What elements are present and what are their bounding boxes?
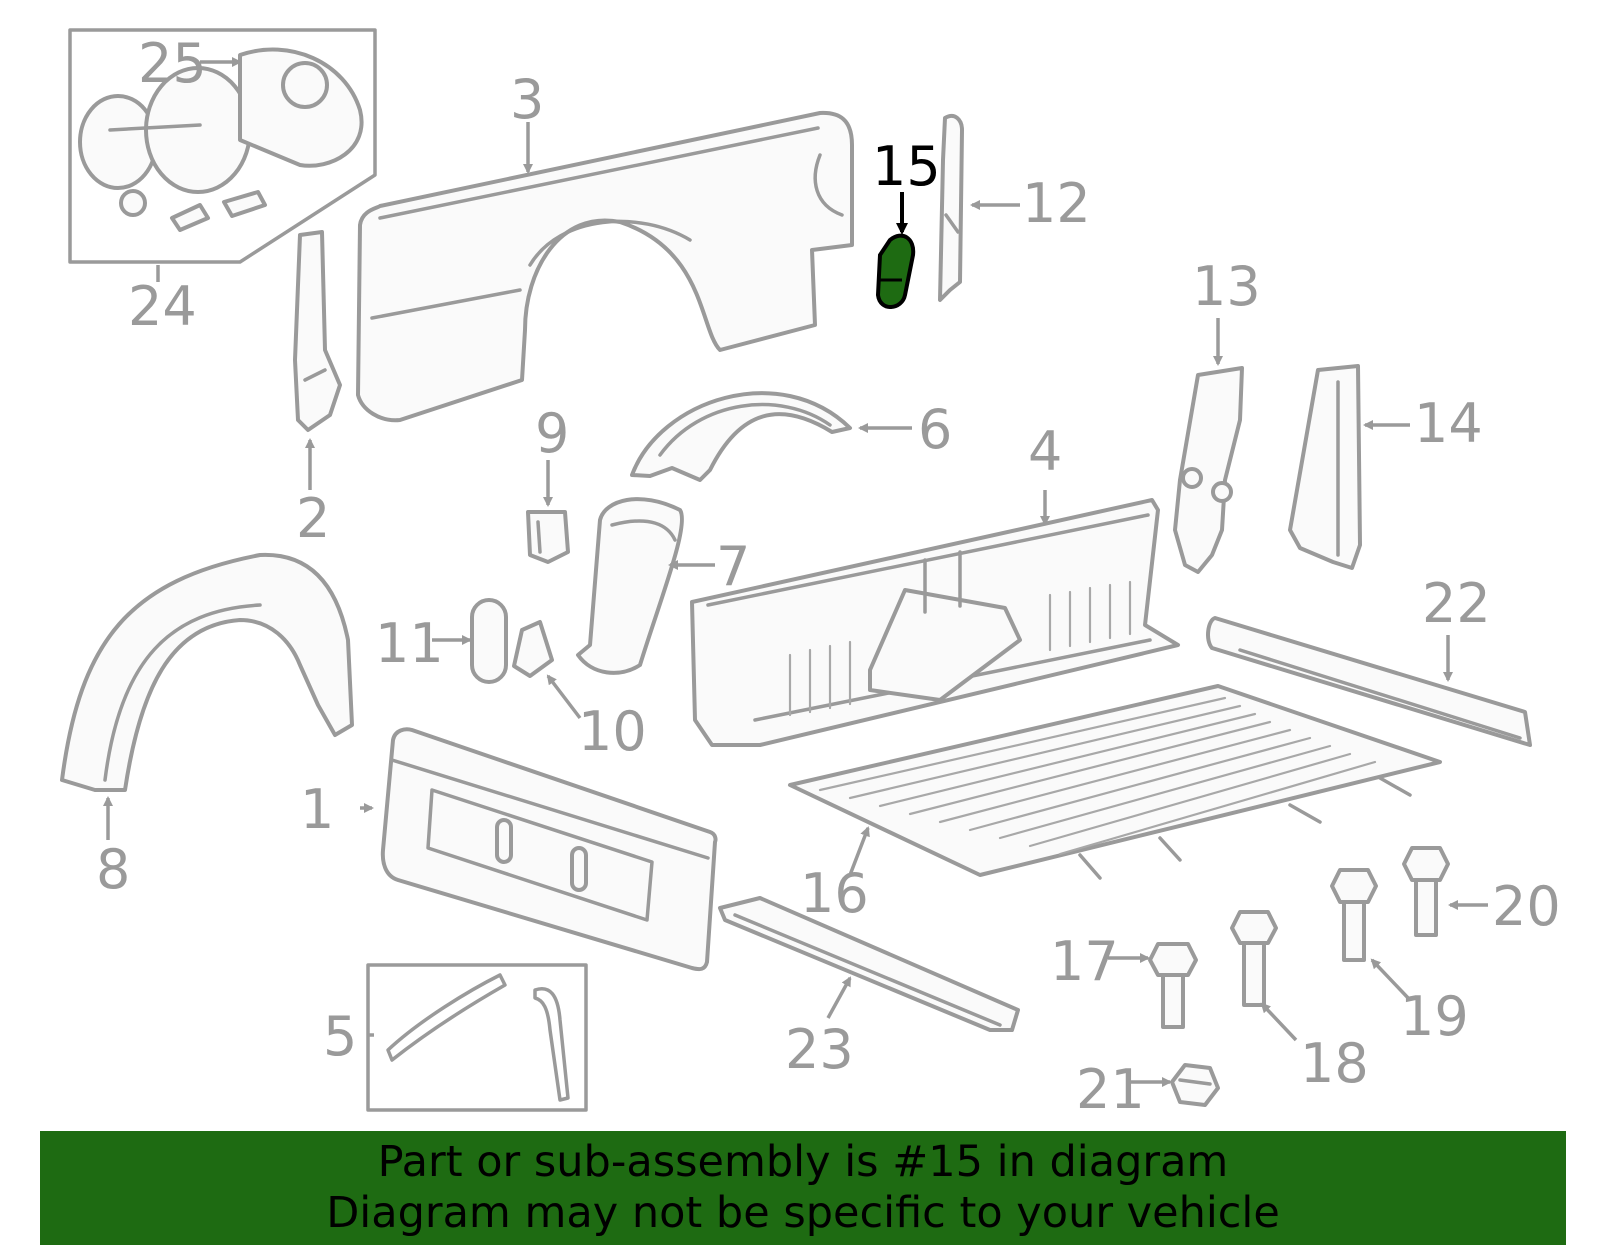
fender-flare	[60, 552, 354, 792]
front-pillar	[293, 230, 342, 432]
cross-sill-front	[718, 896, 1020, 1032]
wheelhouse-outer	[630, 391, 852, 482]
callout-1: 1	[300, 778, 334, 841]
rear-corner-post	[1173, 366, 1244, 574]
bracket	[512, 620, 554, 678]
callout-21: 21	[1076, 1058, 1145, 1121]
callout-3: 3	[510, 68, 544, 131]
clip	[526, 510, 570, 564]
callout-12: 12	[1022, 172, 1091, 235]
callout-7: 7	[716, 535, 750, 598]
banner-line-1: Part or sub-assembly is #15 in diagram	[377, 1137, 1229, 1187]
callout-17: 17	[1050, 930, 1119, 993]
banner-line-2: Diagram may not be specific to your vehi…	[326, 1188, 1280, 1238]
callout-13: 13	[1192, 255, 1261, 318]
nut-21	[1170, 1063, 1220, 1107]
bed-floor	[788, 684, 1442, 880]
hardware-bolts	[1148, 846, 1450, 1107]
rear-post	[938, 113, 964, 302]
callout-8: 8	[96, 838, 130, 901]
callout-10: 10	[578, 700, 647, 763]
bolt-19	[1330, 868, 1378, 962]
callout-4: 4	[1028, 420, 1062, 483]
side-marker	[470, 598, 508, 684]
callout-25: 25	[138, 32, 207, 95]
fuel-door-inset	[68, 28, 377, 264]
callout-labels: 25 24 3 2 15 12 6 9 7 11 10 8 4 13 14 22…	[96, 32, 1561, 1121]
part-15-highlighted[interactable]	[875, 233, 916, 309]
callout-16: 16	[800, 862, 869, 925]
bolt-18	[1230, 910, 1278, 1007]
callout-11: 11	[375, 612, 444, 675]
info-banner: Part or sub-assembly is #15 in diagram D…	[40, 1131, 1566, 1245]
callout-24: 24	[128, 275, 197, 338]
callout-5: 5	[323, 1005, 357, 1068]
callout-18: 18	[1300, 1032, 1369, 1095]
callout-9: 9	[535, 402, 569, 465]
bolt-20	[1402, 846, 1450, 937]
callout-2: 2	[296, 487, 330, 550]
callout-arrows	[103, 57, 1488, 1087]
wheelhouse-liner	[576, 497, 684, 675]
tailgate	[380, 727, 718, 972]
callout-20: 20	[1492, 875, 1561, 938]
bed-side-panel	[356, 110, 854, 423]
weatherstrip-inset	[366, 963, 588, 1112]
bolt-17	[1148, 942, 1198, 1029]
callout-19: 19	[1400, 985, 1469, 1048]
callout-14: 14	[1414, 392, 1483, 455]
callout-15[interactable]: 15	[872, 135, 941, 198]
tailgate-pillar	[1288, 364, 1362, 570]
callout-22: 22	[1422, 572, 1491, 635]
cross-sill-right	[1206, 616, 1532, 747]
bed-front-panel	[690, 498, 1180, 747]
callout-23: 23	[785, 1018, 854, 1081]
callout-6: 6	[918, 398, 952, 461]
